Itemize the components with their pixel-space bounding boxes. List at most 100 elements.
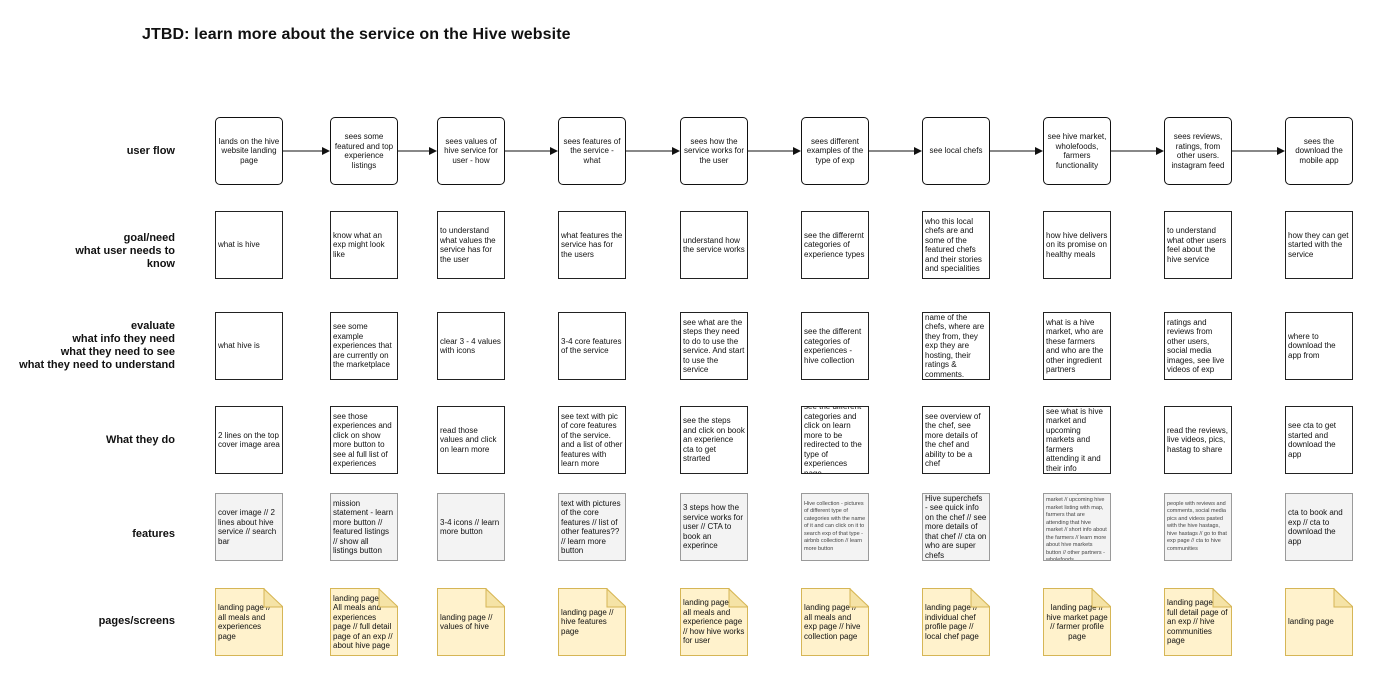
action-card: read the reviews, live videos, pics, has… (1164, 406, 1232, 474)
feature-card-text: 3-4 icons // learn more button (440, 517, 500, 537)
page-card: landing page // all meals and experience… (680, 588, 748, 656)
flow-step: lands on the hive website landing page (215, 117, 283, 185)
page-card-text: landing page // All meals and experience… (333, 593, 393, 651)
page-card: landing page // hive market page // farm… (1043, 588, 1111, 656)
flow-step-text: see local chefs (929, 146, 983, 156)
action-card: 2 lines on the top cover image area (215, 406, 283, 474)
page-card-text: landing page // all meals and experience… (218, 603, 271, 641)
evaluate-card: what is a hive market, who are these far… (1043, 312, 1111, 380)
evaluate-card: see the different categories of experien… (801, 312, 869, 380)
action-card-text: see those experiences and click on show … (333, 411, 392, 469)
feature-card: Hive superchefs - see quick info on the … (922, 493, 990, 561)
row-label-what-they-do: What they do (105, 434, 175, 446)
flow-step-text: sees values of hive service for user - h… (444, 136, 498, 165)
flow-step: sees how the service works for the user (680, 117, 748, 185)
row-label-user-flow: user flow (126, 145, 175, 157)
action-card: see those experiences and click on show … (330, 406, 398, 474)
feature-card: text with pictures of the core features … (558, 493, 626, 561)
page-card-text: landing page // values of hive (440, 612, 493, 632)
goal-card: know what an exp might look like (330, 211, 398, 279)
flow-step-text: sees some featured and top experience li… (334, 132, 394, 170)
goal-card-text: what is hive (218, 240, 260, 250)
page-card-text: landing page // all meals and exp page /… (804, 603, 861, 641)
goal-card-text: see the differernt categories of experie… (804, 230, 865, 259)
feature-card: what and why is hive market // upcoming … (1043, 493, 1111, 561)
feature-card-text: text with pictures of the core features … (561, 498, 621, 556)
evaluate-card-text: what is a hive market, who are these far… (1046, 317, 1104, 375)
feature-card-text: Hive superchefs - see quick info on the … (925, 493, 987, 560)
page-card: landing page // individual chef profile … (922, 588, 990, 656)
flow-step: sees different examples of the type of e… (801, 117, 869, 185)
goal-card-text: how they can get started with the servic… (1288, 230, 1349, 259)
evaluate-card: clear 3 - 4 values with icons (437, 312, 505, 380)
evaluate-card: name of the chefs, where are they from, … (922, 312, 990, 380)
flow-step-text: sees reviews, ratings, from other users.… (1171, 132, 1225, 170)
evaluate-card-text: where to download the app from (1288, 331, 1336, 360)
page-card: landing page // hive features page (558, 588, 626, 656)
flow-step: sees the download the mobile app (1285, 117, 1353, 185)
evaluate-card-text: clear 3 - 4 values with icons (440, 336, 501, 356)
feature-card-text: cover image // 2 lines about hive servic… (218, 508, 277, 546)
feature-card: mission statement - learn more button //… (330, 493, 398, 561)
evaluate-card: where to download the app from (1285, 312, 1353, 380)
evaluate-card: see some example experiences that are cu… (330, 312, 398, 380)
page-card: landing page // full detail page of an e… (1164, 588, 1232, 656)
goal-card: see the differernt categories of experie… (801, 211, 869, 279)
evaluate-card-text: 3-4 core features of the service (561, 336, 622, 356)
row-label-goal-need: goal/need what user needs to know (75, 232, 175, 270)
evaluate-card-text: see the different categories of experien… (804, 327, 862, 365)
flow-step-text: sees how the service works for the user (683, 136, 744, 165)
page-card-text: landing page // hive market page // farm… (1046, 603, 1108, 641)
action-card-text: see cta to get started and download the … (1288, 421, 1337, 459)
goal-card: to understand what values the service ha… (437, 211, 505, 279)
row-label-evaluate: evaluate what info they need what they n… (19, 320, 175, 371)
page-card: landing page // all meals and experience… (215, 588, 283, 656)
feature-card: cover image // 2 lines about hive servic… (215, 493, 283, 561)
page-card-text: landing page (1288, 617, 1334, 627)
row-label-pages-screens: pages/screens (98, 615, 175, 627)
action-card-text: see overview of the chef, see more detai… (925, 411, 981, 469)
flow-step: sees some featured and top experience li… (330, 117, 398, 185)
goal-card-text: what features the service has for the us… (561, 230, 623, 259)
action-card-text: 2 lines on the top cover image area (218, 430, 280, 450)
flow-step: sees reviews, ratings, from other users.… (1164, 117, 1232, 185)
goal-card: who this local chefs are and some of the… (922, 211, 990, 279)
feature-card-text: 3 steps how the service works for user /… (683, 503, 744, 551)
action-card-text: see the different categories and click o… (804, 406, 862, 474)
evaluate-card-text: ratings and reviews from other users, so… (1167, 317, 1225, 375)
evaluate-card: 3-4 core features of the service (558, 312, 626, 380)
flow-step-text: sees the download the mobile app (1295, 136, 1343, 165)
evaluate-card-text: name of the chefs, where are they from, … (925, 312, 985, 379)
feature-card-text: people with reviews and comments, social… (1167, 500, 1227, 552)
action-card: see overview of the chef, see more detai… (922, 406, 990, 474)
goal-card: what is hive (215, 211, 283, 279)
flow-step-text: sees features of the service - what (563, 136, 621, 165)
flow-step: sees values of hive service for user - h… (437, 117, 505, 185)
action-card-text: read the reviews, live videos, pics, has… (1167, 425, 1228, 454)
action-card: read those values and click on learn mor… (437, 406, 505, 474)
flow-step-text: sees different examples of the type of e… (806, 136, 864, 165)
evaluate-card: see what are the steps they need to do t… (680, 312, 748, 380)
goal-card-text: to understand what values the service ha… (440, 226, 496, 264)
action-card-text: see the steps and click on book an exper… (683, 416, 745, 464)
feature-card-text: cta to book and exp // cta to download t… (1288, 508, 1343, 546)
action-card-text: see what is hive market and upcoming mar… (1046, 406, 1103, 473)
action-card: see what is hive market and upcoming mar… (1043, 406, 1111, 474)
page-card-text: landing page // all meals and experience… (683, 598, 745, 646)
flow-step: see local chefs (922, 117, 990, 185)
feature-card-text: mission statement - learn more button //… (333, 498, 394, 556)
goal-card: to understand what other users feel abou… (1164, 211, 1232, 279)
feature-card: people with reviews and comments, social… (1164, 493, 1232, 561)
page-card: landing page (1285, 588, 1353, 656)
evaluate-card-text: what hive is (218, 341, 260, 351)
page-card: landing page // All meals and experience… (330, 588, 398, 656)
evaluate-card: what hive is (215, 312, 283, 380)
feature-card: cta to book and exp // cta to download t… (1285, 493, 1353, 561)
goal-card: how hive delivers on its promise on heal… (1043, 211, 1111, 279)
row-label-features: features (132, 528, 175, 540)
action-card: see the steps and click on book an exper… (680, 406, 748, 474)
feature-card: Hive collection - pictures of different … (801, 493, 869, 561)
goal-card-text: who this local chefs are and some of the… (925, 216, 982, 274)
action-card: see cta to get started and download the … (1285, 406, 1353, 474)
